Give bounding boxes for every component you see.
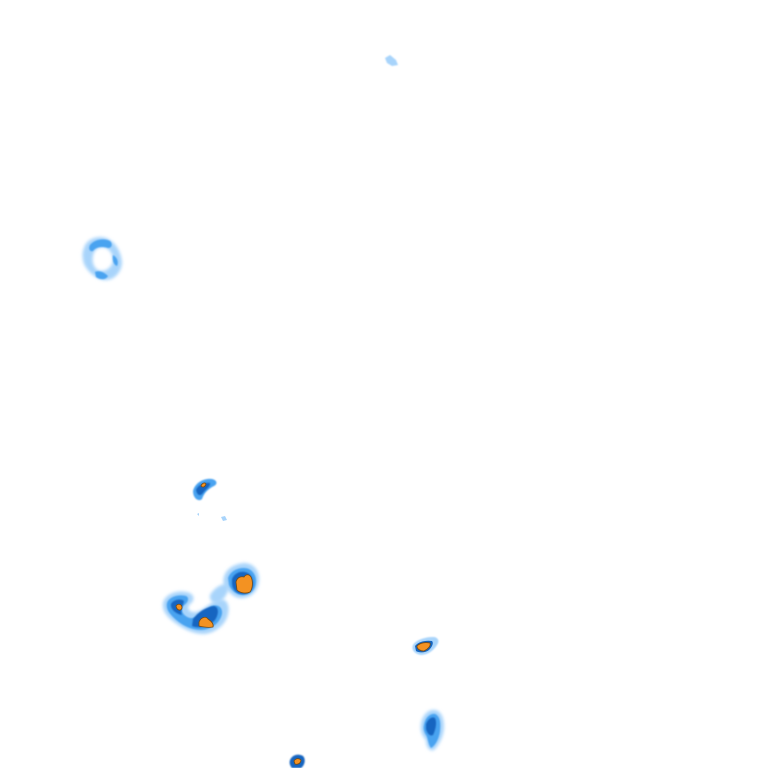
echo-cell-south <box>420 709 444 751</box>
echo-cell-central-west-cluster <box>162 591 229 634</box>
echo-cell-north-speck <box>385 55 398 66</box>
echo-cell-west-ring <box>82 237 122 281</box>
echo-cell-south-bottom-speck <box>289 754 305 768</box>
echo-cell-central-east-cluster <box>209 563 259 604</box>
echo-cell-southeast <box>412 637 439 655</box>
echo-cell-central-small <box>193 478 227 521</box>
